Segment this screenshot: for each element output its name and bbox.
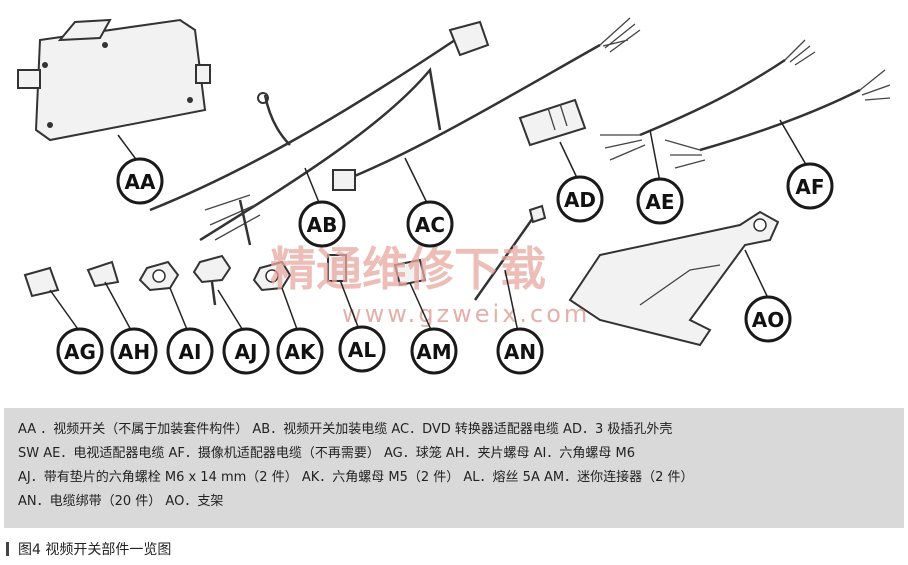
legend-box: AA ．视频开关（不属于加装套件构件） AB．视频开关加装电缆 AC．DVD 转… — [4, 408, 904, 528]
label-AC: AC — [406, 200, 454, 248]
video-switch-module — [17, 18, 211, 142]
label-AA: AA — [116, 157, 164, 205]
legend-line-1: AA ．视频开关（不属于加装套件构件） AB．视频开关加装电缆 AC．DVD 转… — [18, 422, 673, 437]
video-switch-harness — [149, 20, 490, 246]
tv-adapter-cable — [600, 39, 816, 161]
svg-text:AE: AE — [645, 190, 674, 214]
legend-line-3: AJ．带有垫片的六角螺栓 M6 x 14 mm（2 件） AK．六角螺母 M5（… — [18, 470, 694, 485]
label-AM: AM — [410, 327, 458, 375]
figure-caption: 图4 视频开关部件一览图 — [18, 542, 172, 558]
svg-text:AM: AM — [416, 340, 451, 364]
svg-text:AI: AI — [179, 340, 202, 364]
label-AL: AL — [338, 325, 386, 373]
legend-line-2: SW AE．电视适配器电缆 AF．摄像机适配器电缆（不再需要） AG．球笼 AH… — [18, 446, 635, 461]
socket-housing — [518, 98, 587, 147]
hardware-parts — [23, 254, 292, 306]
svg-text:AD: AD — [564, 188, 596, 212]
camera-adapter-cable — [664, 69, 891, 169]
leader-lines — [49, 119, 809, 333]
label-AH: AH — [110, 327, 158, 375]
svg-text:AA: AA — [125, 170, 156, 194]
label-AJ: AJ — [222, 327, 270, 375]
svg-text:AK: AK — [285, 340, 317, 364]
svg-text:AL: AL — [348, 338, 376, 362]
svg-text:AJ: AJ — [235, 340, 258, 364]
label-AD: AD — [556, 175, 604, 223]
svg-text:AF: AF — [795, 175, 824, 199]
parts-diagram: 精通维修下载 www.gzweix.com AA AB AC AD AE AF … — [17, 17, 891, 375]
label-AN: AN — [496, 327, 544, 375]
watermark-text: 精通维修下载 — [270, 242, 546, 296]
svg-text:AH: AH — [118, 340, 150, 364]
label-AI: AI — [166, 327, 214, 375]
label-AF: AF — [786, 162, 834, 210]
svg-text:AN: AN — [504, 340, 536, 364]
watermark-url: www.gzweix.com — [342, 300, 590, 328]
svg-text:AO: AO — [752, 308, 784, 332]
label-AG: AG — [56, 327, 104, 375]
svg-text:AC: AC — [415, 213, 445, 237]
label-AK: AK — [276, 327, 324, 375]
dvd-adapter-cable — [332, 17, 641, 191]
caption-marker — [6, 542, 9, 556]
label-AB: AB — [298, 200, 346, 248]
label-AO: AO — [744, 295, 792, 343]
label-AE: AE — [636, 177, 684, 225]
bracket — [568, 210, 780, 347]
legend-line-4: AN．电缆绑带（20 件） AO．支架 — [18, 494, 224, 509]
svg-text:AG: AG — [64, 340, 96, 364]
small-parts — [327, 204, 547, 301]
svg-text:AB: AB — [307, 213, 338, 237]
